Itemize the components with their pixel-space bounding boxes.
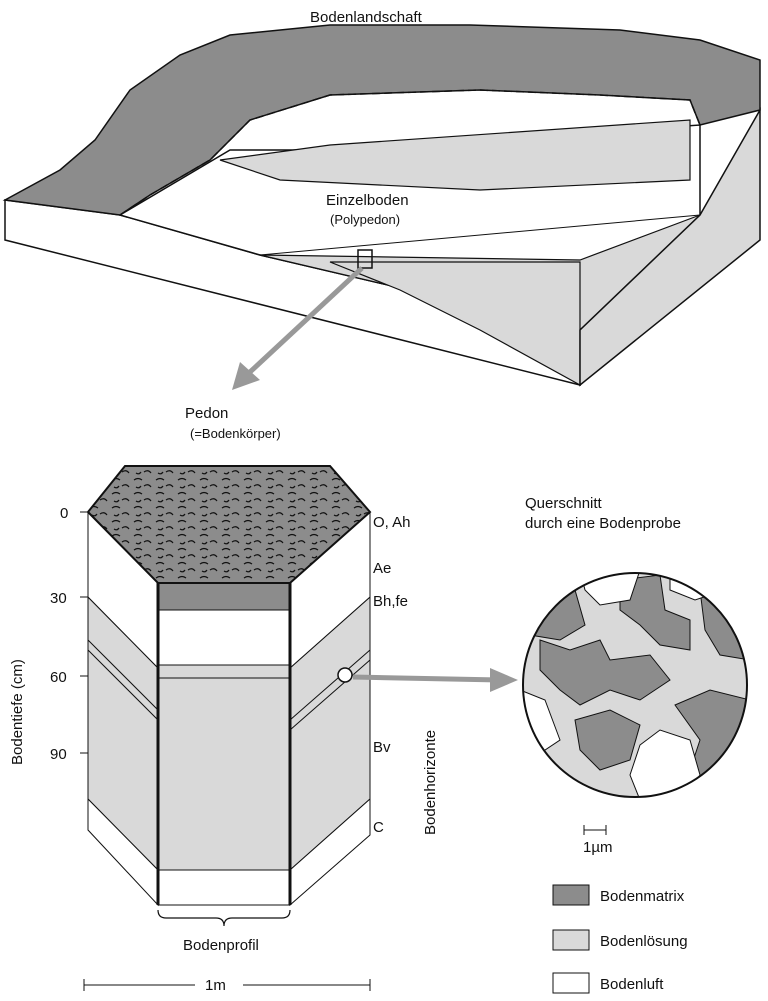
soil-matrix-grain <box>539 639 671 706</box>
sample-arrowhead <box>490 668 518 692</box>
landscape-block <box>2 24 761 390</box>
depth-axis-label: Bodentiefe (cm) <box>9 659 26 765</box>
micron-scale-label: 1µm <box>583 839 612 856</box>
tick-label-0: 0 <box>60 505 68 522</box>
profile-brace <box>157 909 291 927</box>
landscape-title: Bodenlandschaft <box>310 9 423 26</box>
horizon-o-ah: O, Ah <box>373 514 411 531</box>
meter-scale-label: 1m <box>205 977 226 994</box>
front-face-bv <box>157 664 291 871</box>
pedon-top-surface <box>86 465 372 584</box>
tick-label-60: 60 <box>50 669 67 686</box>
pedon-prism <box>86 465 518 907</box>
sample-arrow <box>352 674 501 683</box>
tick-label-90: 90 <box>50 746 67 763</box>
legend-label-air: Bodenluft <box>600 976 664 993</box>
soil-matrix-grain <box>619 574 691 651</box>
depth-axis: 0 30 60 90 Bodentiefe (cm) <box>9 505 89 765</box>
cross-section-circle <box>523 573 747 797</box>
cross-section-title-1: Querschnitt <box>525 495 603 512</box>
left-face-line <box>87 649 159 721</box>
polypedon-marker <box>357 249 373 269</box>
left-face-line <box>87 639 159 711</box>
pedon-arrowhead <box>232 362 260 390</box>
cross-section-title-2: durch eine Bodenprobe <box>525 515 681 532</box>
landscape-front-slope <box>329 261 581 387</box>
legend-swatch-matrix <box>552 884 590 906</box>
polypedon-label: Einzelboden <box>326 192 409 209</box>
pedon-label: Pedon <box>185 405 228 422</box>
horizon-c: C <box>373 819 384 836</box>
legend-swatch-air <box>552 972 590 994</box>
hill-inner-edge <box>119 89 701 216</box>
horizon-ae: Ae <box>373 560 391 577</box>
legend: Bodenmatrix Bodenlösung Bodenluft <box>552 884 688 994</box>
horizon-bhfe: Bh,fe <box>373 593 408 610</box>
tick-label-30: 30 <box>50 590 67 607</box>
pedon-sub: (=Bodenkörper) <box>190 426 281 441</box>
profile-label: Bodenprofil <box>183 937 259 954</box>
horizons-axis-label: Bodenhorizonte <box>422 730 439 835</box>
horizon-bv: Bv <box>373 739 391 756</box>
right-face-line <box>289 659 371 731</box>
legend-label-matrix: Bodenmatrix <box>600 888 685 905</box>
polypedon-sub: (Polypedon) <box>330 212 400 227</box>
front-face-oah <box>157 582 291 611</box>
cross-section-outline <box>522 572 748 798</box>
floor-line <box>259 214 701 256</box>
pedon-arrow <box>248 266 364 374</box>
landscape-river-plain <box>219 119 691 191</box>
legend-swatch-solution <box>552 929 590 951</box>
legend-label-solution: Bodenlösung <box>600 933 688 950</box>
front-face-c <box>157 869 291 906</box>
front-face-ae <box>157 609 291 666</box>
right-face-line <box>289 649 371 721</box>
landscape-right-face <box>579 107 761 387</box>
sample-point <box>337 667 353 683</box>
soil-matrix-grain <box>574 709 641 771</box>
